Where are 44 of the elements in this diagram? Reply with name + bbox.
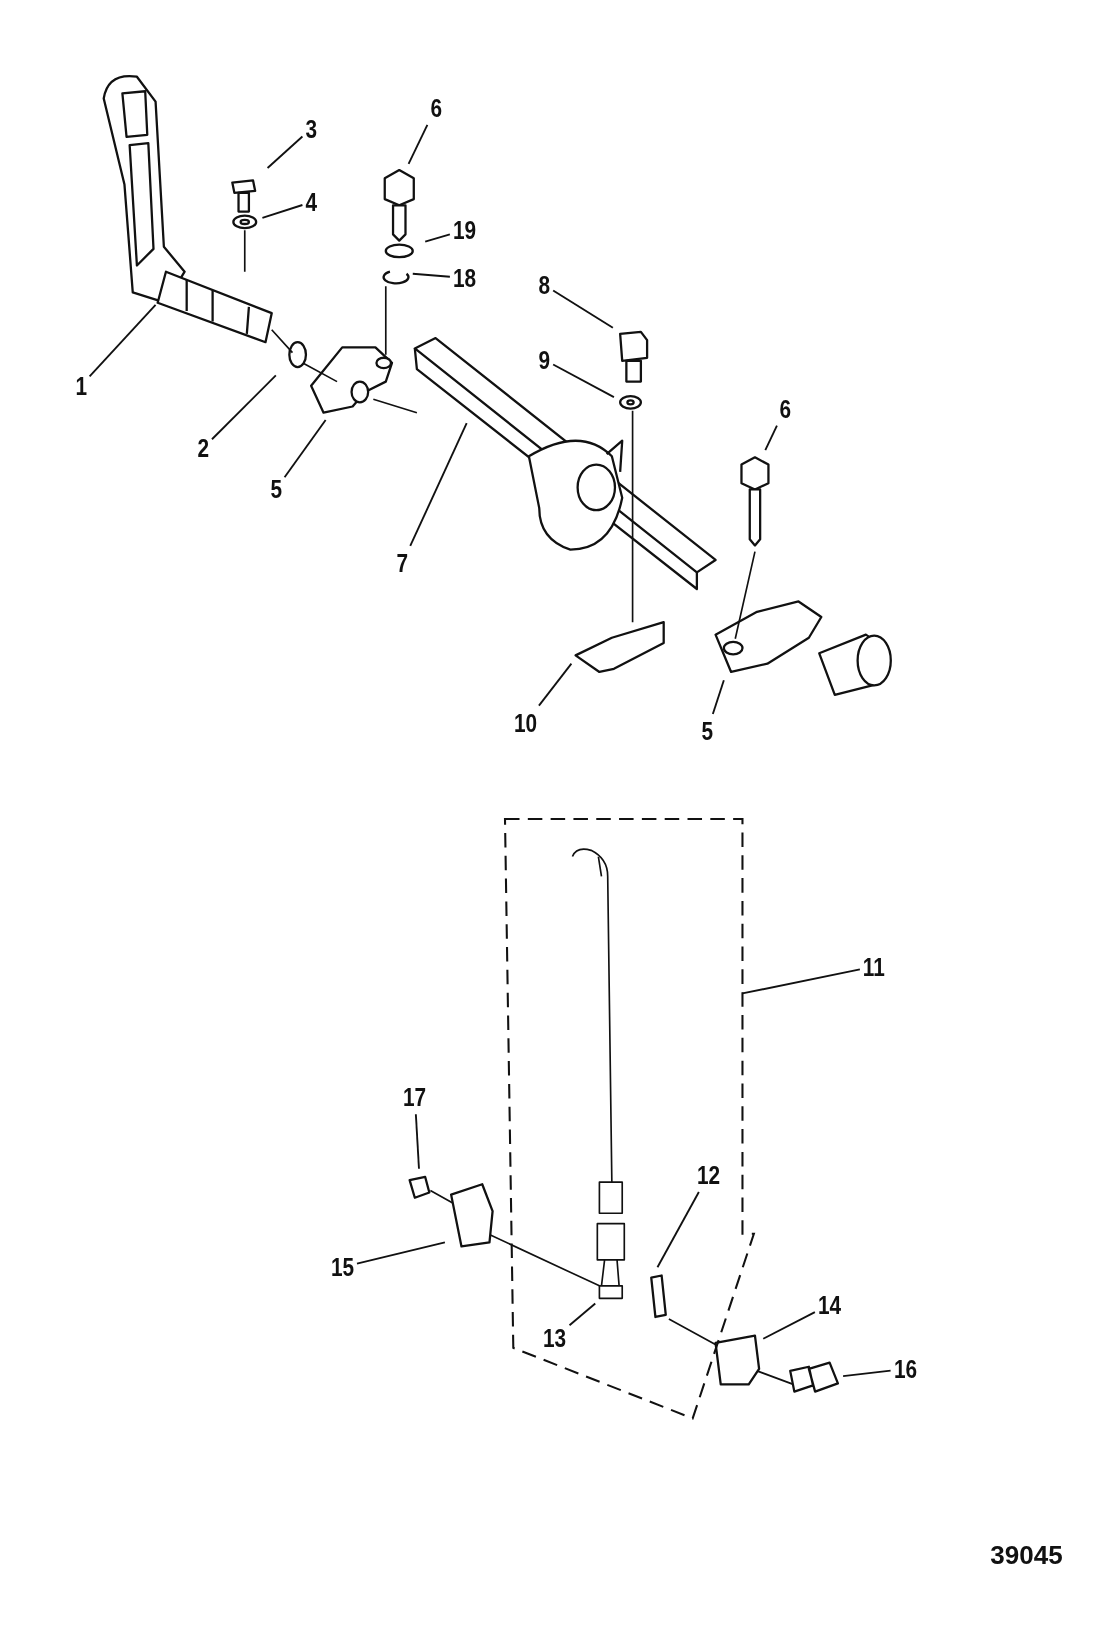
callout-number: 4 bbox=[305, 188, 318, 217]
callout-number: 11 bbox=[862, 952, 885, 981]
leader-line bbox=[211, 374, 277, 441]
callout-number: 6 bbox=[779, 394, 792, 423]
leader-line bbox=[762, 1311, 816, 1340]
leader-line bbox=[88, 303, 157, 378]
callout-number: 9 bbox=[538, 345, 551, 374]
callout-number: 17 bbox=[403, 1083, 427, 1112]
leader-line bbox=[409, 422, 468, 547]
callout-number: 16 bbox=[893, 1354, 917, 1383]
leader-line bbox=[283, 419, 327, 479]
leader-line bbox=[424, 233, 451, 243]
dashed-assembly-outline bbox=[505, 819, 754, 1419]
leader-line bbox=[356, 1241, 446, 1265]
leader-line bbox=[414, 1113, 420, 1170]
figure-number: 39045 bbox=[990, 1540, 1063, 1571]
callout-number: 5 bbox=[270, 475, 282, 504]
leader-line bbox=[538, 662, 573, 707]
callout-number: 6 bbox=[430, 93, 442, 122]
callout-number: 5 bbox=[701, 717, 714, 746]
callout-number: 3 bbox=[305, 114, 318, 143]
leader-line bbox=[411, 272, 451, 278]
callout-number: 2 bbox=[197, 434, 210, 462]
leader-line bbox=[568, 1302, 597, 1327]
callout-number: 10 bbox=[514, 708, 538, 737]
callout-number: 8 bbox=[538, 271, 551, 300]
callout-number: 13 bbox=[543, 1323, 567, 1352]
callout-number: 12 bbox=[696, 1160, 720, 1189]
callout-number: 14 bbox=[818, 1290, 842, 1319]
callout-number: 1 bbox=[75, 371, 87, 400]
leader-line bbox=[261, 204, 304, 219]
leader-line bbox=[552, 289, 614, 329]
leader-line bbox=[552, 363, 615, 399]
leader-line bbox=[656, 1191, 700, 1269]
callout-number: 15 bbox=[330, 1253, 354, 1282]
leader-line bbox=[711, 679, 725, 715]
leader-line bbox=[407, 124, 429, 165]
leader-line bbox=[741, 968, 861, 995]
leader-line bbox=[764, 424, 778, 451]
callout-number: 7 bbox=[396, 549, 409, 578]
callout-number: 18 bbox=[452, 263, 477, 292]
callout-number: 19 bbox=[452, 216, 477, 245]
leader-line bbox=[842, 1369, 892, 1378]
leader-line bbox=[266, 135, 304, 169]
